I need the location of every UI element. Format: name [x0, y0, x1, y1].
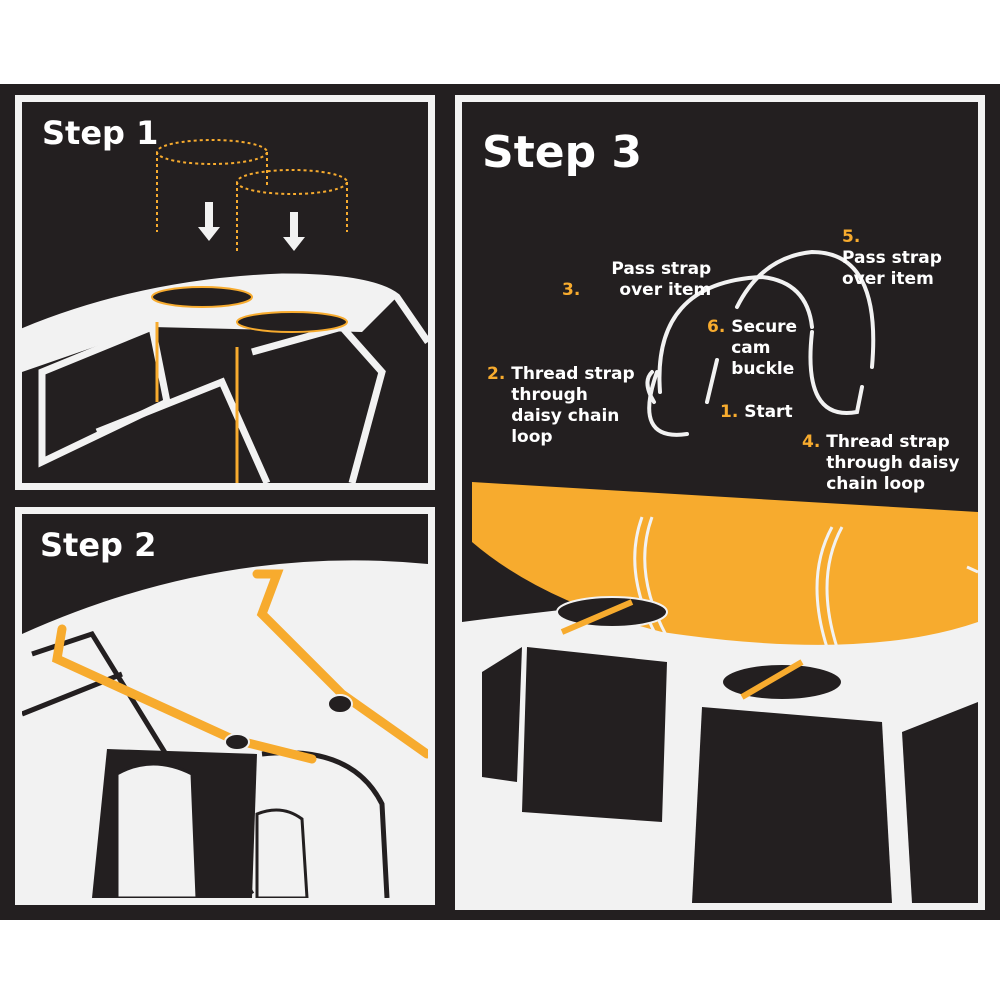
step-label-3: 3. Pass strap over item: [562, 259, 712, 300]
step-2-illustration: [22, 560, 428, 898]
step-3-panel: Step 3 3. Pass strap over item 5. Pas: [455, 95, 985, 910]
step-label-5: 5. Pass strap over item: [842, 227, 942, 289]
step-label-1: 1. Start: [720, 402, 793, 422]
step-label-2: 2. Thread strap through daisy chain loop: [487, 364, 635, 447]
step-1-title: Step 1: [42, 114, 159, 152]
step-2-title: Step 2: [40, 526, 157, 564]
step-1-illustration: [22, 139, 428, 483]
step-label-4: 4. Thread strap through daisy chain loop: [802, 432, 960, 494]
strap-path-arrows: [645, 249, 876, 437]
step-1-panel: Step 1: [15, 95, 435, 490]
step-3-title: Step 3: [482, 127, 642, 178]
step-3-illustration: [462, 249, 978, 903]
down-arrow-icon: [198, 202, 305, 251]
step-2-panel: Step 2: [15, 507, 435, 905]
step-label-6: 6. Secure cam buckle: [707, 317, 798, 379]
